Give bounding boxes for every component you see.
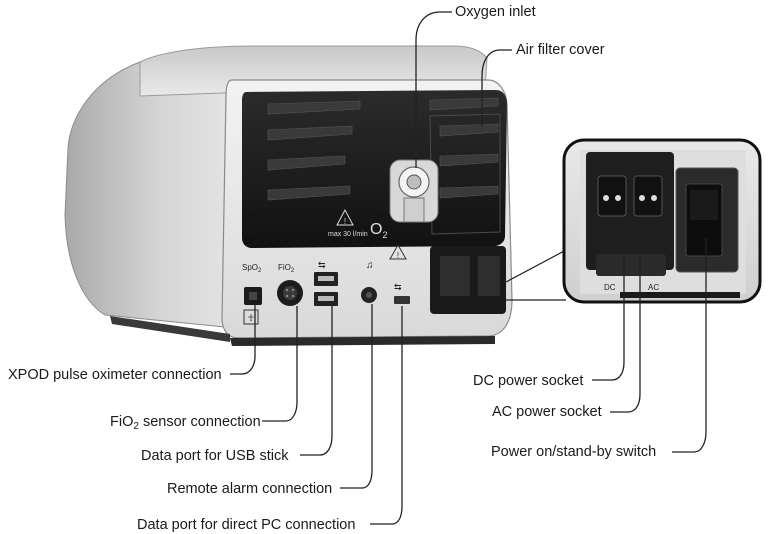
label-remote-alarm-connection: Remote alarm connection [167,481,333,497]
label-fio2-sensor-connection: FiO2 sensor connection [110,414,261,432]
label-pc-data-port: Data port for direct PC connection [137,517,356,533]
dc-text: DC [604,283,616,292]
label-ac-power-socket: AC power socket [492,404,602,420]
label-usb-stick-port: Data port for USB stick [141,448,289,464]
spo2-port-label: SpO2 [242,263,262,274]
ac-text: AC [648,283,659,292]
o2-mark: O2 [370,221,387,240]
oxygen-inlet-fitting [389,159,439,223]
fio2-port-label: FiO2 [278,263,295,274]
svg-text:!: ! [344,217,346,226]
label-power-switch: Power on/stand-by switch [491,444,657,460]
label-oxygen-inlet: Oxygen inlet [455,4,536,20]
svg-text:!: ! [397,251,399,260]
svg-text:⇆: ⇆ [318,260,326,270]
max-flow-text: max 30 l/min [328,231,368,238]
leader-lines [230,11,707,525]
pc-port [394,296,410,304]
label-air-filter-cover: Air filter cover [516,42,605,58]
label-dc-power-socket: DC power socket [473,373,584,389]
svg-text:⇆: ⇆ [394,282,402,292]
label-xpod-connection: XPOD pulse oximeter connection [8,367,222,383]
svg-text:♫: ♫ [366,260,374,271]
svg-text:☥: ☥ [248,313,255,323]
